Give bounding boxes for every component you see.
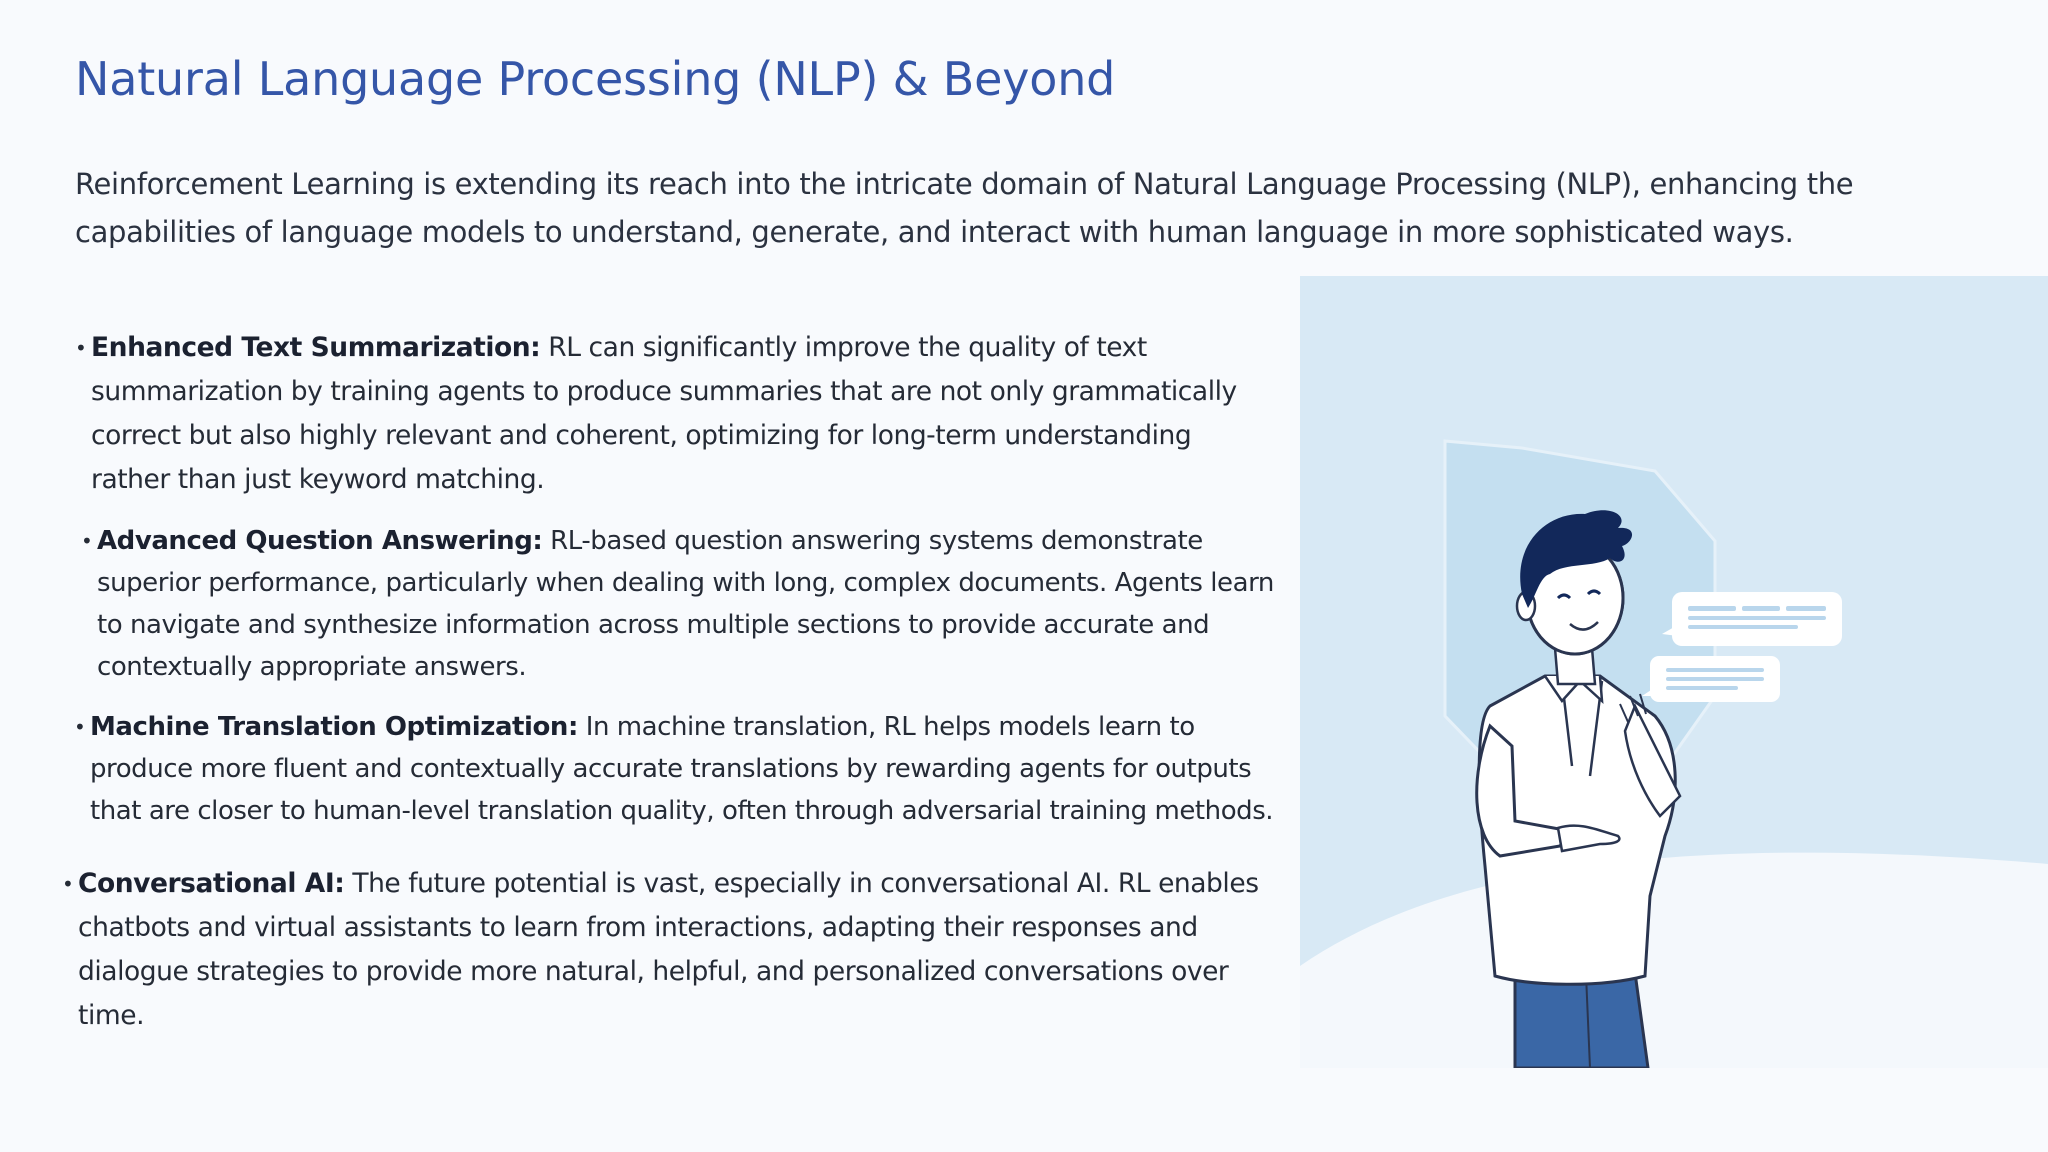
bullet-body: The future potential is vast, especially…: [78, 868, 1259, 1031]
bullet-body: RL can significantly improve the quality…: [91, 332, 1237, 495]
slide-title: Natural Language Processing (NLP) & Beyo…: [75, 52, 1116, 106]
bullet-dot: •: [62, 872, 74, 896]
bullet-dot: •: [74, 715, 86, 739]
chat-bubble-small-icon: [1642, 656, 1780, 702]
bullet-dot: •: [81, 529, 93, 553]
bullet-machine-translation: •Machine Translation Optimization: In ma…: [74, 706, 1300, 832]
bullet-term: Advanced Question Answering:: [97, 526, 543, 556]
intro-paragraph: Reinforcement Learning is extending its …: [75, 167, 1854, 249]
person-with-chat-bubbles-illustration: [1300, 276, 2048, 1068]
ground-shape: [1300, 852, 2048, 1068]
bullet-question-answering: •Advanced Question Answering: RL-based q…: [81, 520, 1277, 688]
bullet-dot: •: [75, 336, 87, 360]
right-hand: [1623, 702, 1682, 818]
bullet-text-summarization: •Enhanced Text Summarization: RL can sig…: [75, 326, 1271, 502]
bullet-term: Conversational AI:: [78, 868, 345, 899]
left-hand: [1556, 824, 1621, 853]
hair: [1520, 510, 1633, 608]
bullet-term: Machine Translation Optimization:: [90, 712, 578, 742]
bullet-body: In machine translation, RL helps models …: [90, 712, 1274, 826]
bullet-term: Enhanced Text Summarization:: [91, 332, 541, 363]
chat-bubble-icon: [1662, 592, 1842, 646]
bullet-list: •Enhanced Text Summarization: RL can sig…: [60, 326, 1274, 1038]
bullet-body: RL-based question answering systems demo…: [97, 526, 1274, 682]
bullet-conversational-ai: •Conversational AI: The future potential…: [62, 862, 1288, 1038]
